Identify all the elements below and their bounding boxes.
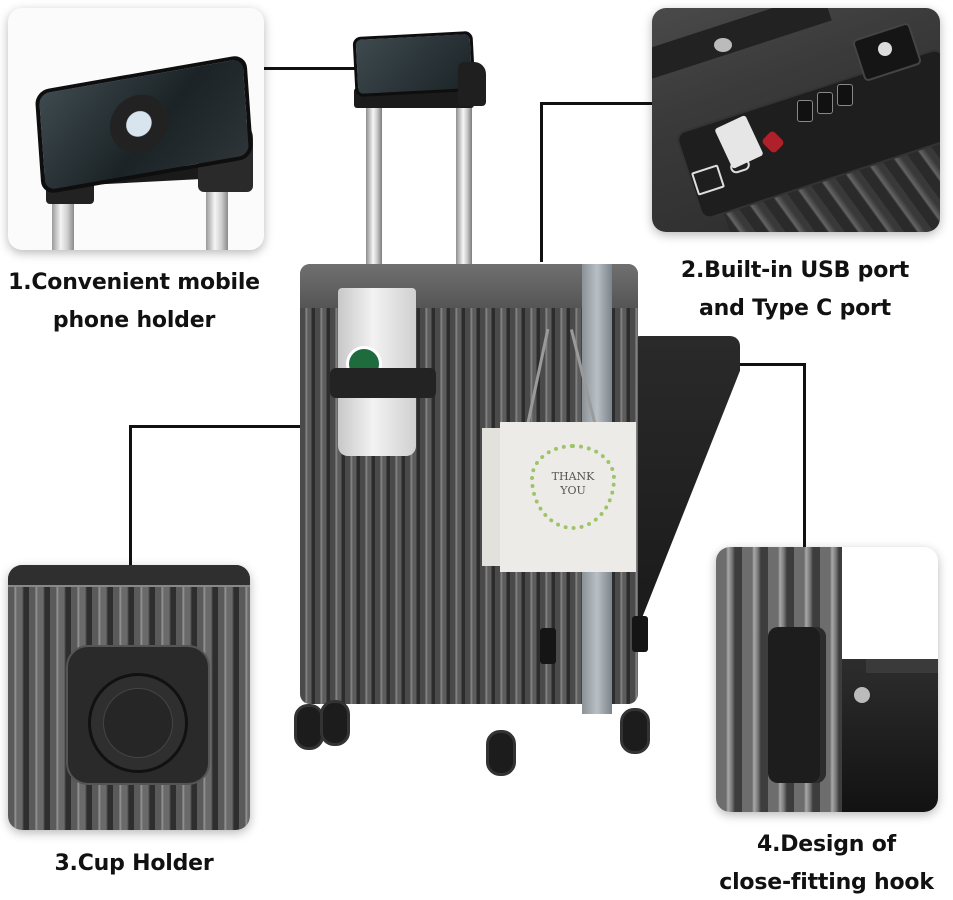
feature-image-cup-holder (8, 565, 250, 830)
feature-subtitle-2: and Type C port (698, 296, 891, 321)
connector-line-2-vertical (540, 102, 543, 262)
feature-image-hook (716, 547, 938, 812)
connector-line-2-horizontal (540, 102, 652, 105)
combination-dial (797, 100, 813, 122)
gift-bag-text: THANK YOU (551, 470, 595, 497)
feature-title-2: 2.Built-in USB port (680, 258, 910, 283)
feature-image-usb-port (652, 8, 940, 232)
feature-caption-4: 4.Design of close-fitting hook (700, 826, 953, 900)
screw-icon (714, 38, 732, 52)
combination-dial (837, 84, 853, 106)
feature-title-1: 1.Convenient mobile (8, 270, 260, 295)
shell-edge (8, 565, 250, 587)
lid-hook (632, 616, 648, 652)
feature-title-4: 4.Design of (756, 832, 897, 857)
feature-subtitle-1: phone holder (52, 308, 216, 333)
feature-caption-3: 3.Cup Holder (0, 845, 268, 883)
heart-wreath-icon (530, 444, 616, 530)
music-disc-icon (107, 90, 170, 158)
connector-line-4-vertical (803, 363, 806, 548)
side-latch (540, 628, 556, 664)
combination-dial (817, 92, 833, 114)
feature-caption-1: 1.Convenient mobile phone holder (0, 264, 268, 340)
handle-rail (652, 8, 832, 83)
cup-holder-arm (330, 368, 436, 398)
connector-line-3-horizontal (129, 425, 389, 428)
feature-title-3: 3.Cup Holder (54, 851, 214, 876)
connector-line-3-vertical (129, 425, 132, 565)
trolley-pole-icon (206, 183, 228, 250)
phone-holder-grip (458, 62, 486, 106)
lid-hinge (866, 659, 938, 673)
lid-interior (842, 659, 938, 812)
screw-icon (854, 687, 870, 703)
cup-ring-icon (88, 673, 188, 773)
hook-icon (768, 627, 826, 783)
feature-image-phone-holder (8, 8, 264, 250)
wheel-front-right (486, 730, 516, 776)
keyhole-icon (878, 42, 892, 56)
connector-line-1 (264, 67, 356, 70)
gift-bag: THANK YOU (500, 422, 636, 572)
feature-caption-2: 2.Built-in USB port and Type C port (660, 252, 930, 328)
wheel-back-left (320, 700, 350, 746)
feature-subtitle-4: close-fitting hook (719, 870, 934, 895)
wheel-back-right (620, 708, 650, 754)
